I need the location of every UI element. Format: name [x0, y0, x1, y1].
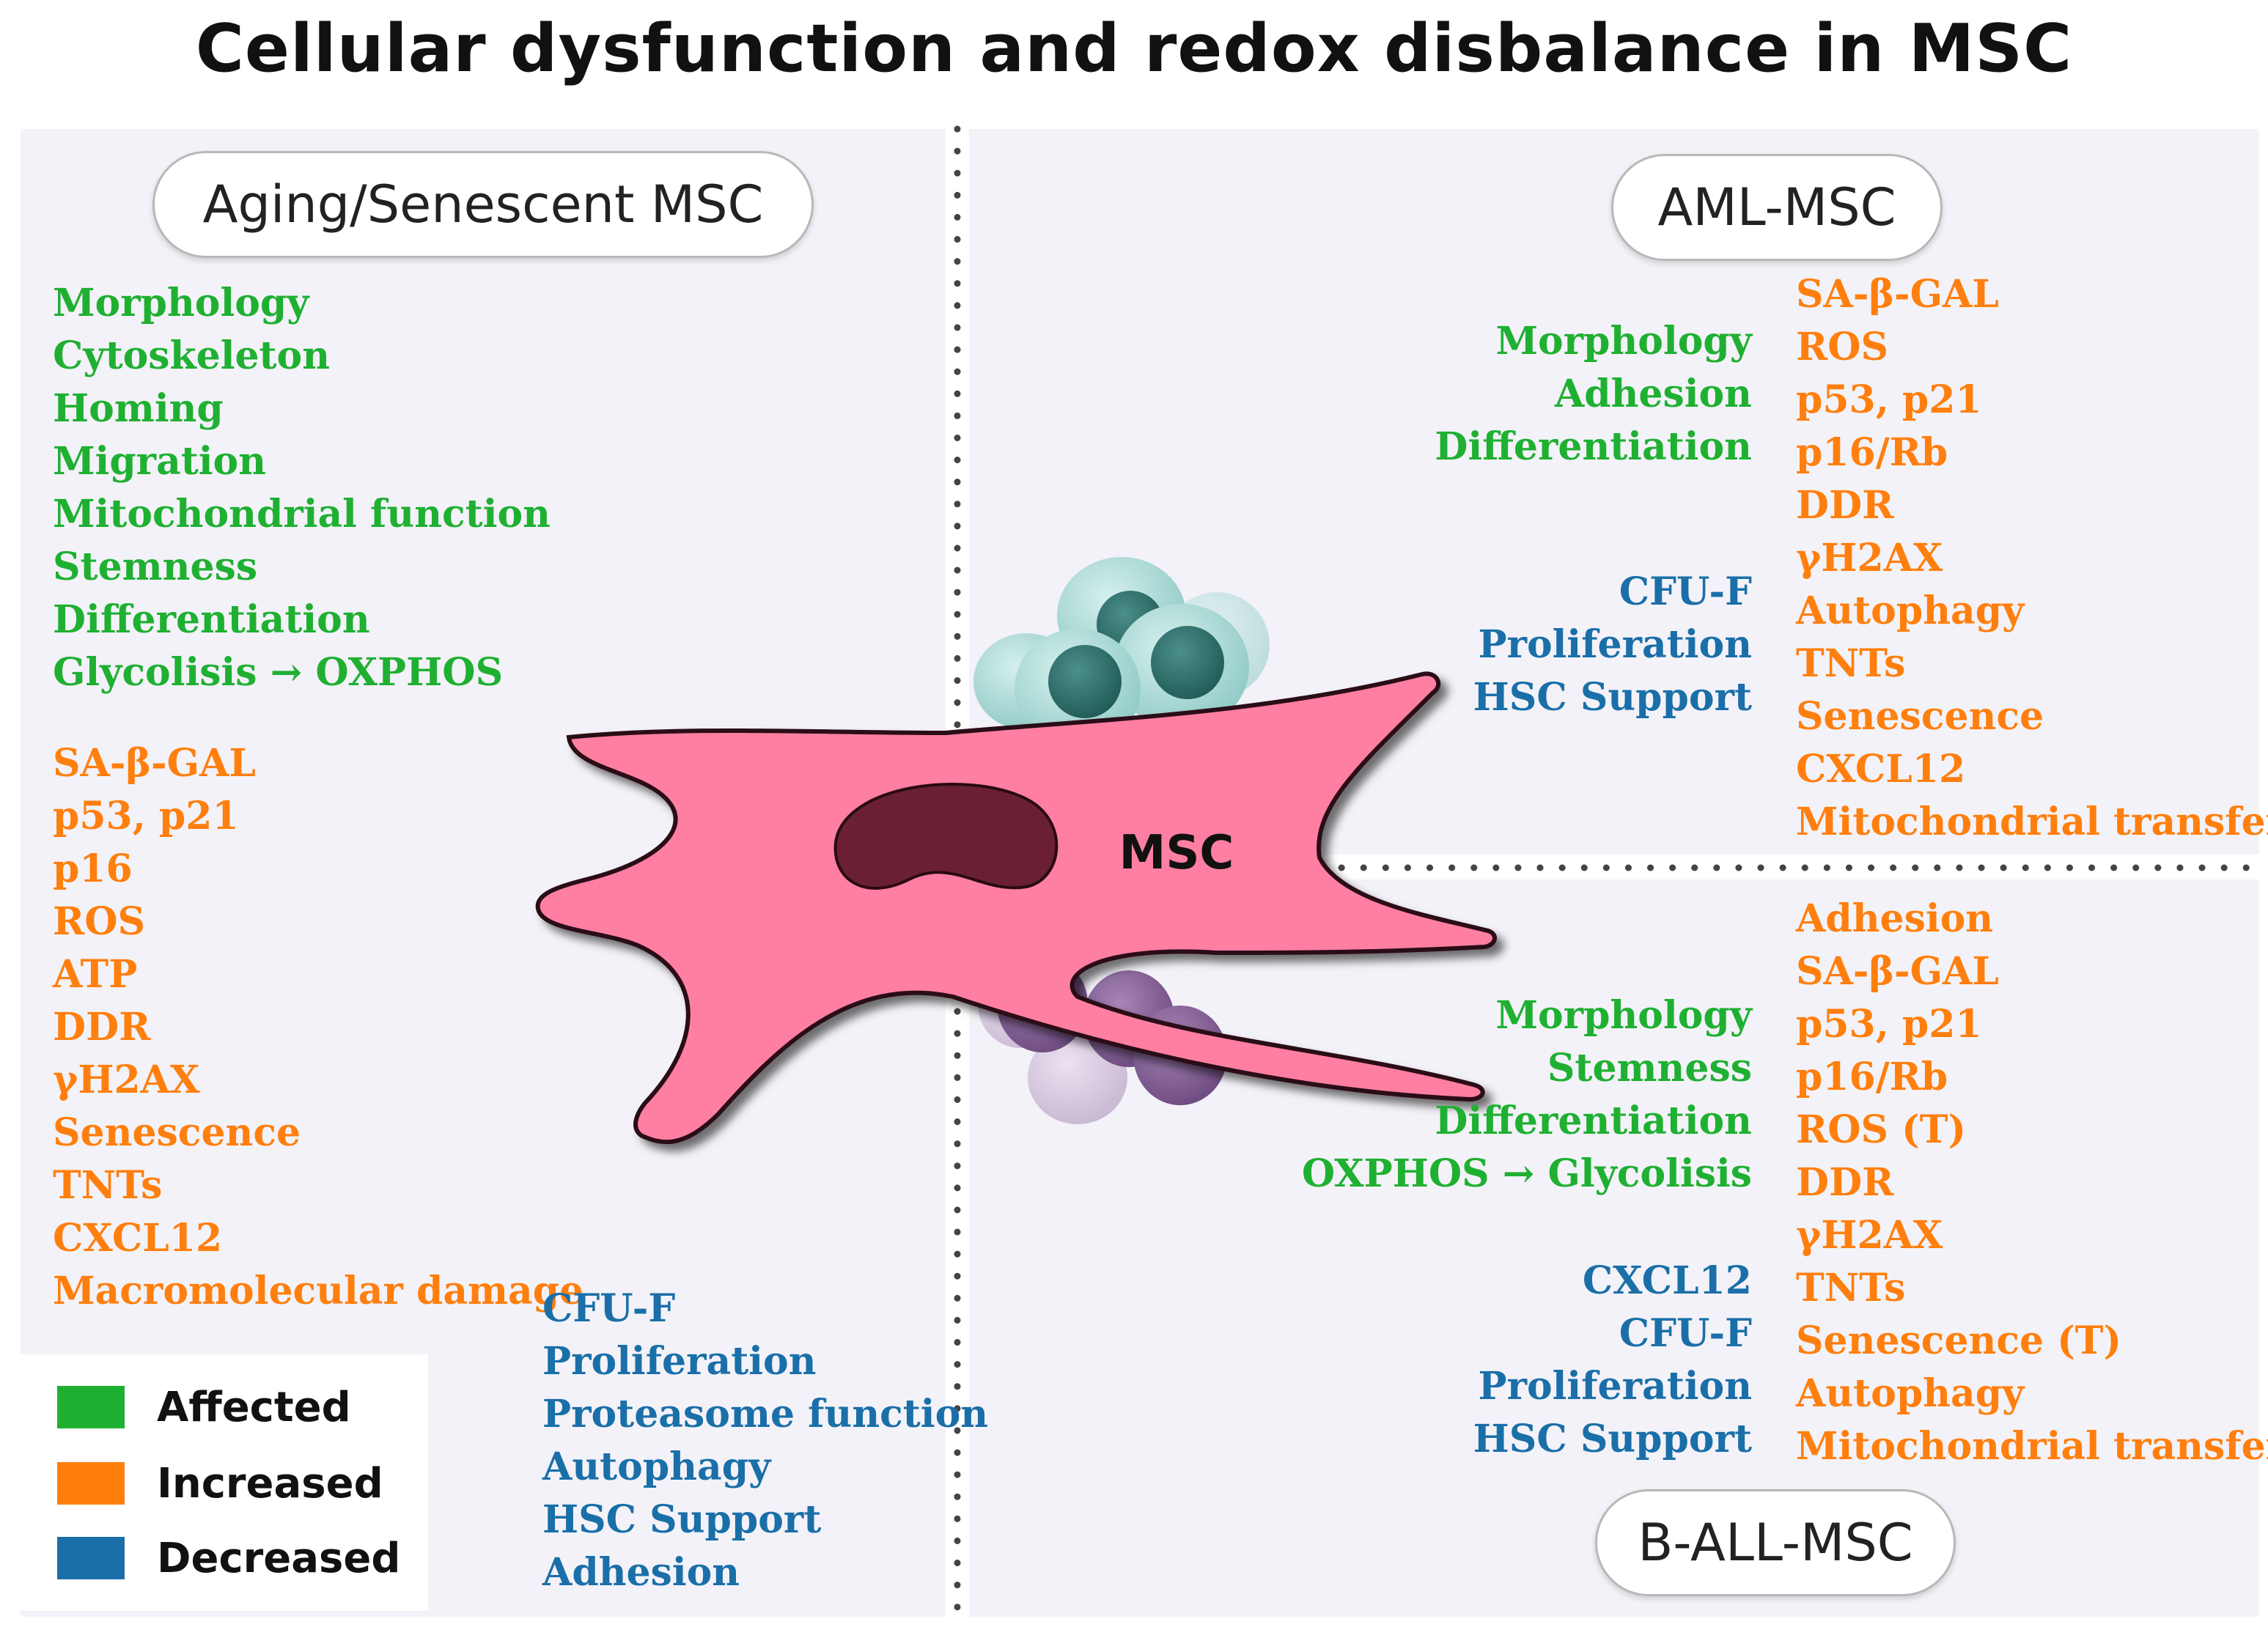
- aml-increased-item: γH2AX: [1796, 536, 1943, 580]
- ball-increased-item: Autophagy: [1796, 1371, 2025, 1416]
- aging-decreased-item: Proliferation: [542, 1339, 817, 1384]
- ball-affected-item: Differentiation: [1435, 1099, 1752, 1143]
- ball-decreased-item: CXCL12: [1582, 1258, 1752, 1303]
- aml-increased-item: CXCL12: [1796, 747, 1966, 792]
- ball-increased-item: DDR: [1796, 1160, 1894, 1205]
- ball-affected-list: Morphology Stemness Differentiation OXPH…: [1202, 989, 1752, 1200]
- aging-decreased-item: HSC Support: [542, 1497, 822, 1542]
- aging-affected-item: Morphology: [53, 281, 309, 325]
- aml-blast-cluster: [973, 557, 1270, 749]
- aml-increased-item: DDR: [1796, 483, 1894, 528]
- aging-increased-item: p16: [53, 846, 133, 891]
- ball-increased-list: Adhesion SA-β-GAL p53, p21 p16/Rb ROS (T…: [1796, 893, 2268, 1473]
- ball-increased-item: γH2AX: [1796, 1213, 1943, 1258]
- ball-increased-item: p53, p21: [1796, 1002, 1982, 1047]
- aml-increased-item: ROS: [1796, 325, 1889, 369]
- legend-item-increased: Increased: [57, 1457, 383, 1510]
- ball-affected-item: OXPHOS → Glycolisis: [1301, 1151, 1752, 1196]
- aging-affected-item: Glycolisis → OXPHOS: [53, 650, 504, 695]
- aging-affected-item: Mitochondrial function: [53, 492, 551, 536]
- ball-increased-item: ROS (T): [1796, 1107, 1967, 1152]
- aging-increased-item: DDR: [53, 1005, 151, 1049]
- ball-increased-item: TNTs: [1796, 1266, 1906, 1310]
- aml-increased-item: TNTs: [1796, 641, 1906, 686]
- aging-increased-item: Senescence: [53, 1110, 301, 1155]
- legend-item-affected: Affected: [57, 1381, 351, 1434]
- aml-increased-item: Senescence: [1796, 694, 2044, 739]
- aging-decreased-list: CFU-F Proliferation Proteasome function …: [542, 1283, 988, 1599]
- ball-increased-item: p16/Rb: [1796, 1055, 1948, 1099]
- legend-swatch-affected: [57, 1386, 125, 1428]
- legend: Affected Increased Decreased: [21, 1354, 428, 1611]
- ball-increased-item: Adhesion: [1796, 896, 1994, 941]
- aml-decreased-item: HSC Support: [1473, 675, 1752, 720]
- aging-increased-item: CXCL12: [53, 1216, 223, 1261]
- aml-increased-item: SA-β-GAL: [1796, 272, 1999, 317]
- aml-decreased-item: CFU-F: [1619, 569, 1752, 614]
- legend-item-decreased: Decreased: [57, 1532, 400, 1584]
- aml-affected-item: Differentiation: [1435, 424, 1752, 469]
- ball-msc-label: B-ALL-MSC: [1595, 1489, 1956, 1596]
- aging-increased-list: SA-β-GAL p53, p21 p16 ROS ATP DDR γH2AX …: [53, 737, 583, 1318]
- msc-cell-body: [535, 671, 1497, 1145]
- ball-increased-item: Mitochondrial transfer: [1796, 1424, 2268, 1469]
- ball-decreased-item: HSC Support: [1473, 1417, 1752, 1461]
- aml-increased-item: Mitochondrial transfer: [1796, 800, 2268, 844]
- aging-increased-item: Macromolecular damage: [53, 1269, 584, 1313]
- aml-increased-item: p53, p21: [1796, 377, 1982, 422]
- legend-label: Decreased: [157, 1534, 401, 1582]
- ball-increased-item: SA-β-GAL: [1796, 949, 1999, 994]
- aging-affected-item: Homing: [53, 386, 224, 431]
- aml-affected-item: Morphology: [1495, 319, 1752, 364]
- aml-affected-list: Morphology Adhesion Differentiation: [1319, 315, 1752, 473]
- legend-swatch-decreased: [57, 1537, 125, 1579]
- aging-decreased-item: Proteasome function: [542, 1392, 989, 1436]
- aml-decreased-item: Proliferation: [1478, 622, 1753, 667]
- aging-affected-item: Differentiation: [53, 597, 370, 642]
- aging-increased-item: p53, p21: [53, 794, 239, 838]
- legend-swatch-increased: [57, 1462, 125, 1505]
- aml-increased-item: Autophagy: [1796, 589, 2025, 633]
- aml-increased-list: SA-β-GAL ROS p53, p21 p16/Rb DDR γH2AX A…: [1796, 268, 2268, 849]
- aging-affected-item: Migration: [53, 439, 267, 484]
- aging-affected-list: Morphology Cytoskeleton Homing Migration…: [53, 277, 551, 699]
- aging-affected-item: Stemness: [53, 545, 258, 589]
- ball-decreased-list: CXCL12 CFU-F Proliferation HSC Support: [1319, 1255, 1752, 1466]
- aging-increased-item: ATP: [53, 952, 138, 997]
- aging-increased-item: SA-β-GAL: [53, 741, 256, 786]
- aging-increased-item: γH2AX: [53, 1058, 200, 1102]
- legend-label: Affected: [157, 1383, 351, 1431]
- legend-label: Increased: [157, 1459, 383, 1508]
- aging-increased-item: TNTs: [53, 1163, 163, 1208]
- aml-decreased-list: CFU-F Proliferation HSC Support: [1319, 566, 1752, 724]
- msc-nucleus: [833, 783, 1058, 890]
- aging-decreased-item: Adhesion: [542, 1550, 740, 1595]
- aging-msc-label: Aging/Senescent MSC: [152, 151, 814, 258]
- aml-msc-label: AML-MSC: [1611, 154, 1943, 261]
- aging-affected-item: Cytoskeleton: [53, 333, 331, 378]
- cell-label: MSC: [1119, 826, 1234, 880]
- ball-panel: [969, 879, 2259, 1617]
- ball-increased-item: Senescence (T): [1796, 1318, 2122, 1363]
- aging-increased-item: ROS: [53, 899, 146, 944]
- page-title: Cellular dysfunction and redox disbalanc…: [195, 10, 2073, 87]
- ball-decreased-item: Proliferation: [1478, 1364, 1753, 1409]
- aml-increased-item: p16/Rb: [1796, 430, 1948, 475]
- aml-affected-item: Adhesion: [1554, 372, 1752, 416]
- aging-decreased-item: Autophagy: [542, 1445, 771, 1489]
- ball-affected-item: Morphology: [1495, 993, 1752, 1038]
- ball-decreased-item: CFU-F: [1619, 1311, 1752, 1356]
- aging-decreased-item: CFU-F: [542, 1286, 676, 1331]
- ball-affected-item: Stemness: [1547, 1046, 1752, 1091]
